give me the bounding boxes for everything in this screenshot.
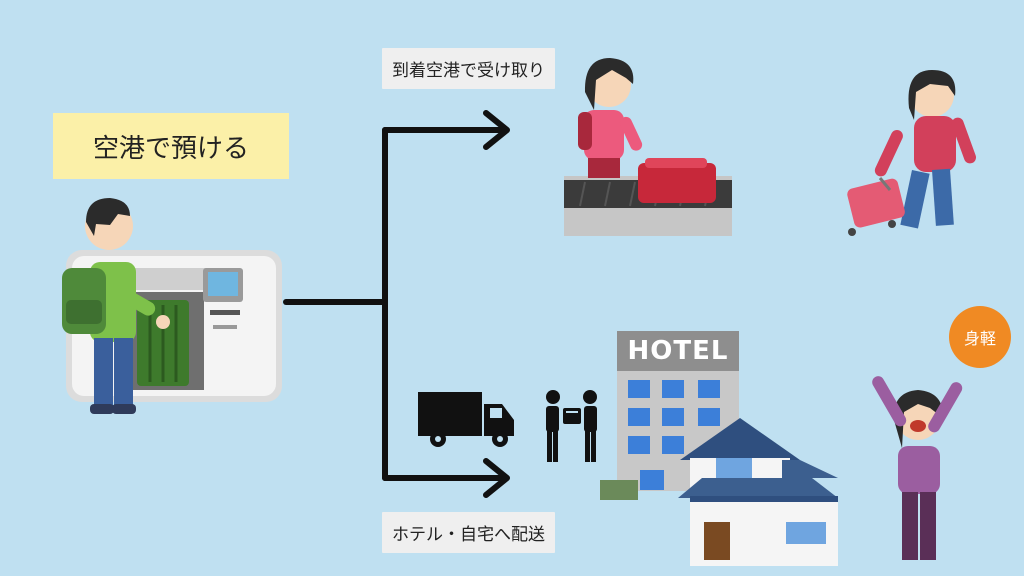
light-badge: 身軽 — [949, 306, 1011, 368]
girl-pickup — [578, 58, 643, 178]
cheering-woman — [872, 376, 963, 560]
green-suitcase — [137, 300, 189, 386]
hotel-building — [600, 331, 739, 500]
handover-icon — [546, 390, 597, 462]
delivery-label: ホテル・自宅へ配送 — [382, 512, 555, 553]
baggage-carousel — [564, 158, 732, 236]
truck-icon — [418, 392, 514, 447]
woman-suitcase — [847, 70, 977, 236]
deposit-label: 空港で預ける — [53, 113, 289, 179]
flow-arrows — [283, 110, 510, 498]
hotel-sign: HOTEL — [627, 336, 729, 366]
traveler-man — [62, 198, 170, 414]
pickup-label: 到着空港で受け取り — [382, 48, 555, 89]
house — [678, 418, 838, 566]
